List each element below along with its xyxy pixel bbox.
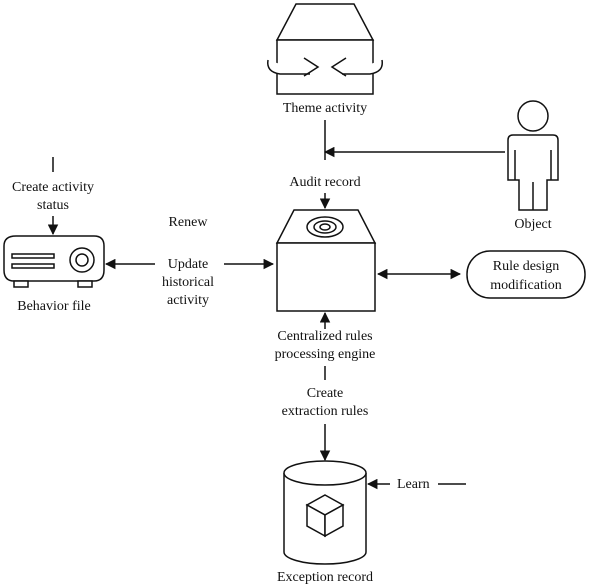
create-activity-status-label-1: Create activity	[12, 180, 94, 195]
update-historical-label-3: activity	[167, 293, 209, 308]
exception-record-label: Exception record	[277, 570, 373, 585]
object-label: Object	[514, 217, 551, 232]
update-historical-label-2: historical	[162, 275, 214, 290]
centralized-engine-box	[275, 209, 377, 312]
update-historical-label-1: Update	[168, 257, 208, 272]
create-extraction-label-2: extraction rules	[282, 404, 369, 419]
behavior-file-projector-icon	[3, 235, 105, 288]
centralized-engine-label-1: Centralized rules	[277, 329, 372, 344]
theme-activity-label: Theme activity	[283, 101, 367, 116]
rule-design-node	[466, 250, 586, 299]
learn-label: Learn	[397, 477, 430, 492]
cube-icon	[305, 494, 345, 538]
audit-record-label: Audit record	[289, 175, 360, 190]
behavior-file-label: Behavior file	[17, 299, 90, 314]
create-extraction-label-1: Create	[307, 386, 344, 401]
create-activity-status-label-2: status	[37, 198, 69, 213]
theme-activity-icon	[267, 3, 383, 95]
renew-label: Renew	[169, 215, 209, 230]
object-person-icon	[507, 100, 559, 211]
centralized-engine-label-2: processing engine	[275, 347, 376, 362]
rule-design-label-2: modification	[490, 278, 562, 293]
rule-design-label-1: Rule design	[493, 259, 560, 274]
